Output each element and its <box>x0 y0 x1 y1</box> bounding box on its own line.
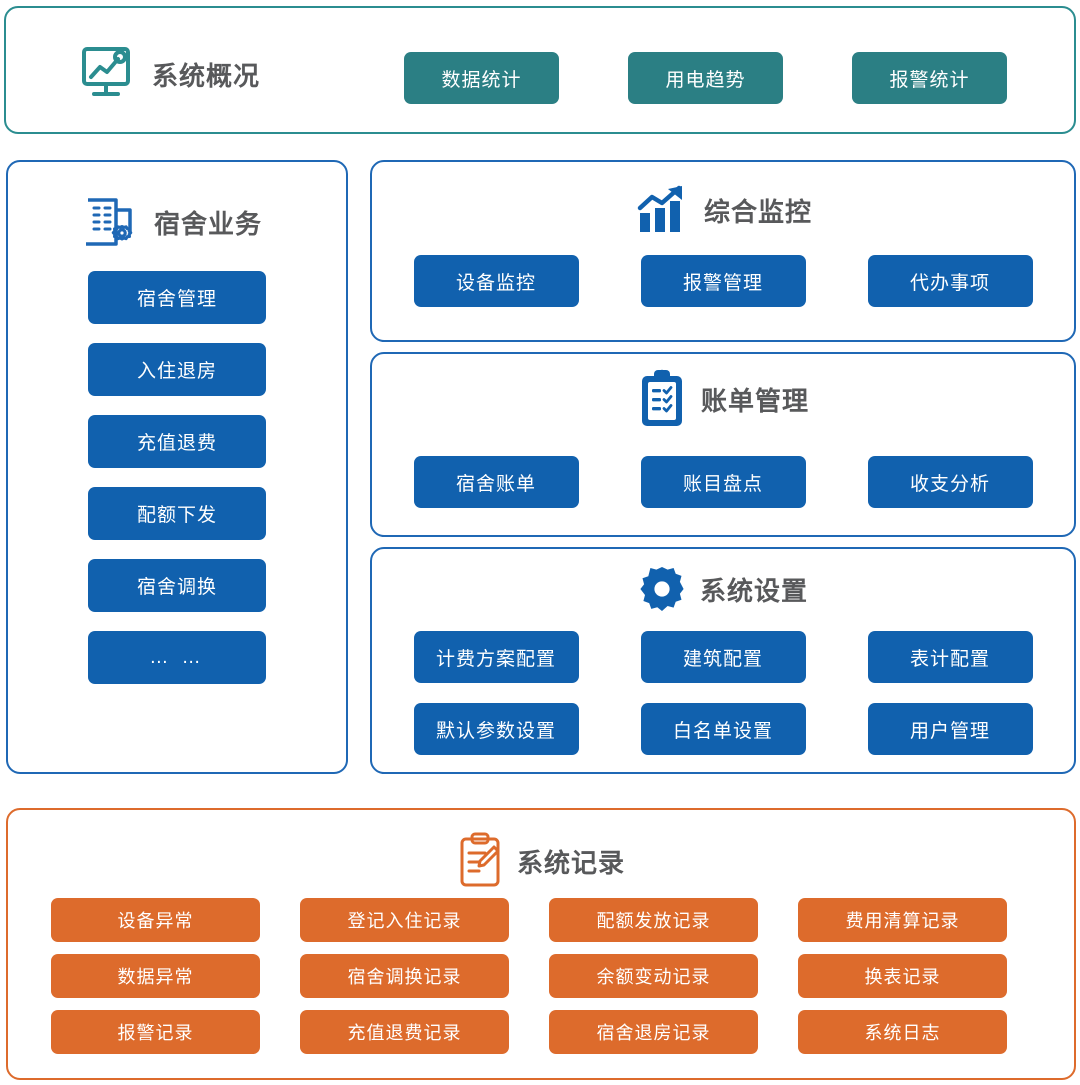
monitoring-heading: 综合监控 <box>372 184 1074 236</box>
settings-button-row-2: 默认参数设置 白名单设置 用户管理 <box>372 703 1074 755</box>
button-checkin-checkout[interactable]: 入住退房 <box>88 343 266 396</box>
button-meter-change-record[interactable]: 换表记录 <box>798 954 1007 998</box>
overview-button-group: 数据统计 用电趋势 报警统计 <box>404 52 1007 104</box>
button-device-monitoring[interactable]: 设备监控 <box>413 255 579 307</box>
overview-title: 系统概况 <box>152 60 261 91</box>
button-alarm-record[interactable]: 报警记录 <box>51 1010 260 1054</box>
button-user-management[interactable]: 用户管理 <box>867 703 1033 755</box>
button-fee-settlement-record[interactable]: 费用清算记录 <box>798 898 1007 942</box>
button-meter-config[interactable]: 表计配置 <box>867 631 1033 683</box>
billing-button-group: 宿舍账单 账目盘点 收支分析 <box>372 456 1074 508</box>
button-dorm-management[interactable]: 宿舍管理 <box>88 271 266 324</box>
billing-management-panel: 账单管理 宿舍账单 账目盘点 收支分析 <box>370 352 1076 537</box>
button-building-config[interactable]: 建筑配置 <box>640 631 806 683</box>
settings-title: 系统设置 <box>699 575 808 606</box>
button-quota-issue[interactable]: 配额下发 <box>88 487 266 540</box>
button-billing-plan-config[interactable]: 计费方案配置 <box>413 631 579 683</box>
button-whitelist-settings[interactable]: 白名单设置 <box>640 703 806 755</box>
building-gear-icon <box>80 194 140 250</box>
button-alarm-management[interactable]: 报警管理 <box>640 255 806 307</box>
system-records-panel: 系统记录 设备异常 登记入住记录 配额发放记录 费用清算记录 数据异常 宿舍调换… <box>6 808 1076 1080</box>
button-recharge-refund[interactable]: 充值退费 <box>88 415 266 468</box>
button-account-inventory[interactable]: 账目盘点 <box>640 456 806 508</box>
button-checkin-record[interactable]: 登记入住记录 <box>300 898 509 942</box>
button-balance-change-record[interactable]: 余额变动记录 <box>549 954 758 998</box>
overview-panel: 系统概况 数据统计 用电趋势 报警统计 <box>4 6 1076 134</box>
dormitory-title: 宿舍业务 <box>154 208 263 239</box>
records-heading: 系统记录 <box>8 832 1074 890</box>
button-todo-items[interactable]: 代办事项 <box>867 255 1033 307</box>
button-power-trend[interactable]: 用电趋势 <box>628 52 783 104</box>
comprehensive-monitoring-panel: 综合监控 设备监控 报警管理 代办事项 <box>370 160 1076 342</box>
button-more[interactable]: … … <box>88 631 266 684</box>
button-dorm-checkout-record[interactable]: 宿舍退房记录 <box>549 1010 758 1054</box>
button-dorm-transfer[interactable]: 宿舍调换 <box>88 559 266 612</box>
gear-icon <box>638 565 686 613</box>
monitoring-title: 综合监控 <box>703 196 812 227</box>
monitor-chart-icon <box>80 46 138 102</box>
button-data-statistics[interactable]: 数据统计 <box>404 52 559 104</box>
monitoring-button-group: 设备监控 报警管理 代办事项 <box>372 255 1074 307</box>
overview-heading: 系统概况 <box>80 46 260 102</box>
dormitory-business-panel: 宿舍业务 宿舍管理 入住退房 充值退费 配额下发 宿舍调换 … … <box>6 160 348 774</box>
button-system-log[interactable]: 系统日志 <box>798 1010 1007 1054</box>
button-dorm-transfer-record[interactable]: 宿舍调换记录 <box>300 954 509 998</box>
clipboard-pencil-icon <box>457 832 503 890</box>
button-alarm-statistics[interactable]: 报警统计 <box>852 52 1007 104</box>
button-dorm-bill[interactable]: 宿舍账单 <box>413 456 579 508</box>
button-data-exception[interactable]: 数据异常 <box>51 954 260 998</box>
billing-title: 账单管理 <box>700 385 809 416</box>
button-quota-issue-record[interactable]: 配额发放记录 <box>549 898 758 942</box>
button-device-exception[interactable]: 设备异常 <box>51 898 260 942</box>
system-settings-panel: 系统设置 计费方案配置 建筑配置 表计配置 默认参数设置 白名单设置 用户管理 <box>370 547 1076 774</box>
bar-chart-arrow-icon <box>634 184 690 236</box>
settings-heading: 系统设置 <box>372 565 1074 613</box>
settings-button-row-1: 计费方案配置 建筑配置 表计配置 <box>372 631 1074 683</box>
records-title: 系统记录 <box>516 847 625 878</box>
button-default-param-settings[interactable]: 默认参数设置 <box>413 703 579 755</box>
records-button-grid: 设备异常 登记入住记录 配额发放记录 费用清算记录 数据异常 宿舍调换记录 余额… <box>51 898 1007 1054</box>
clipboard-checklist-icon <box>637 368 687 430</box>
button-income-expense-analysis[interactable]: 收支分析 <box>867 456 1033 508</box>
billing-heading: 账单管理 <box>372 368 1074 430</box>
dormitory-heading: 宿舍业务 <box>80 194 262 250</box>
dormitory-button-group: 宿舍管理 入住退房 充值退费 配额下发 宿舍调换 … … <box>8 271 346 684</box>
button-recharge-refund-record[interactable]: 充值退费记录 <box>300 1010 509 1054</box>
